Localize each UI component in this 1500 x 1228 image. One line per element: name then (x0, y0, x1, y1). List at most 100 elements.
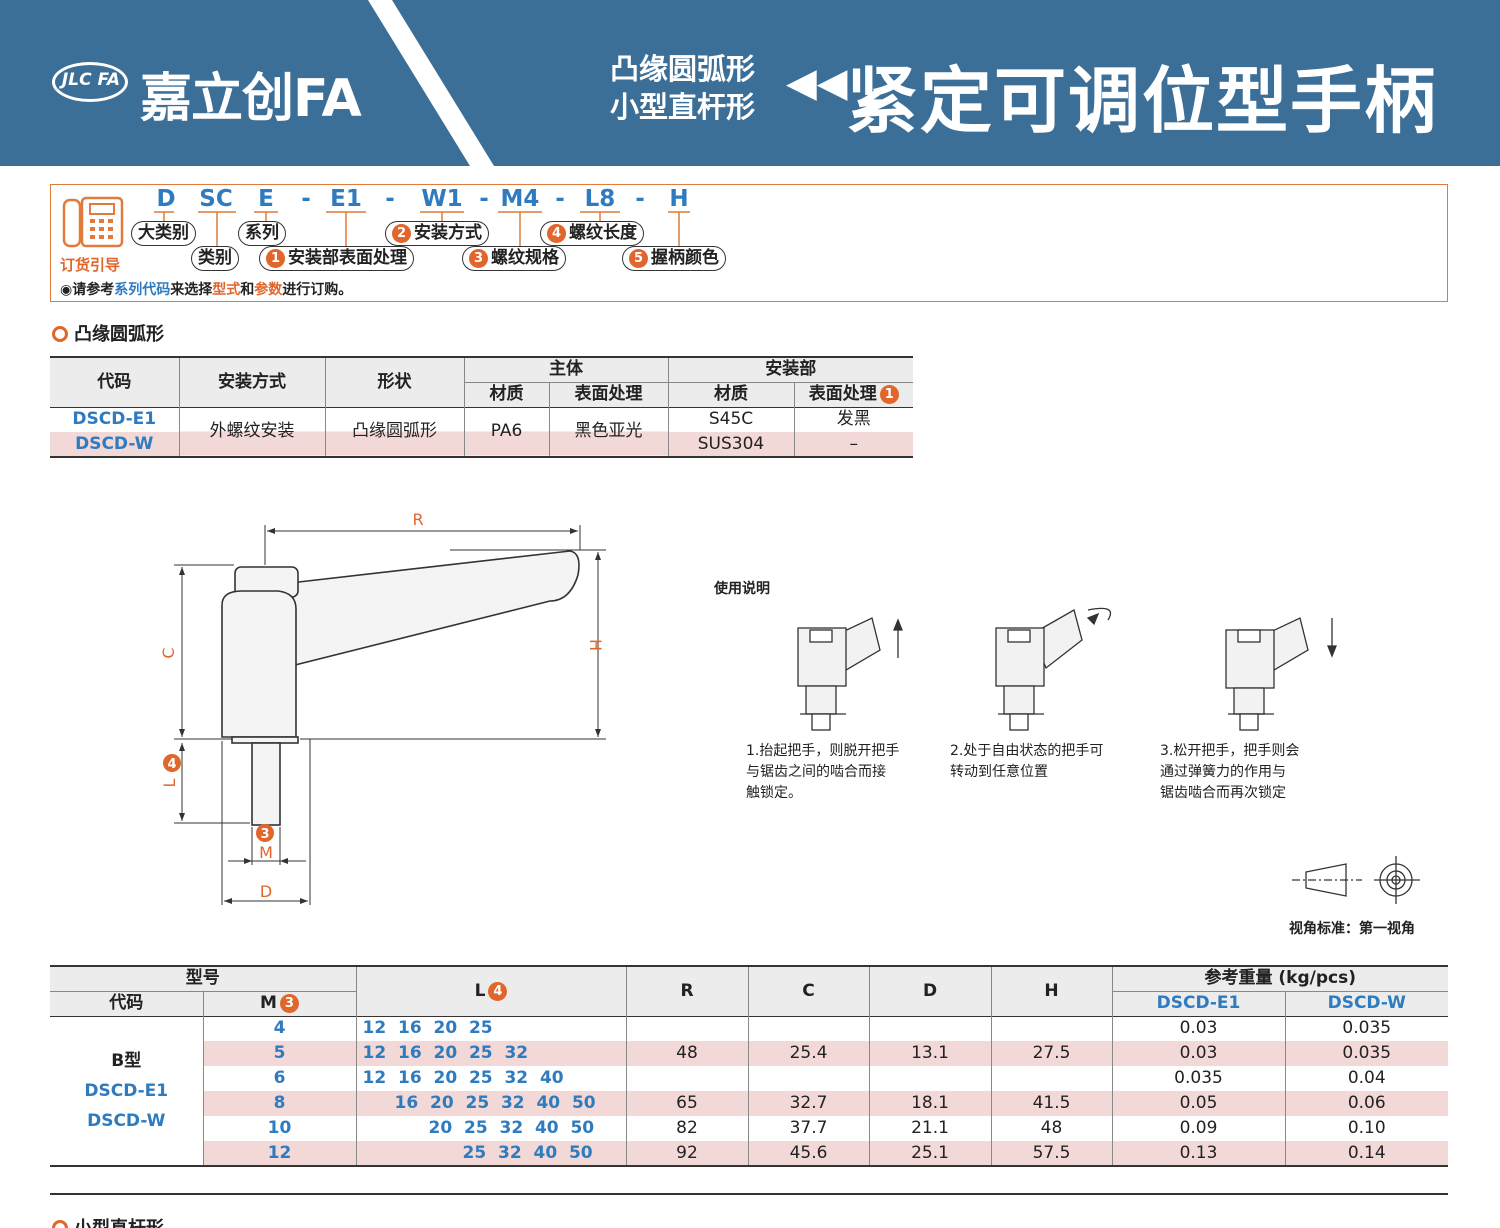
handle-dimension-drawing: R H C L 4 3 M D (159, 510, 606, 905)
num-4: 4 (547, 224, 566, 243)
dim-header-model: 型号 (50, 966, 357, 992)
dim-H-5: 57.5 (991, 1141, 1113, 1166)
dim-R-2 (626, 1066, 749, 1091)
code-dash5: - (635, 186, 645, 212)
order-note-and: 和 (240, 282, 255, 298)
spec-header-material: 材质 (464, 382, 550, 407)
dim-header-D: D (869, 966, 992, 1016)
num-4-header-badge: 4 (488, 981, 508, 1001)
page-title: 紧定可调位型手柄 (846, 59, 1439, 143)
dim-header-R: R (626, 966, 749, 1016)
dim-w1-4: 0.09 (1112, 1116, 1286, 1141)
dim-group-code2: DSCD-W (87, 1110, 166, 1131)
usage-step1-line1: 1.抬起把手，则脱开把手 (746, 743, 900, 759)
num-1-badge: 1 (879, 385, 899, 404)
spec-body-surface: 黑色亚光 (549, 407, 669, 457)
dim-C-2 (748, 1066, 870, 1091)
usage-step1-figure (797, 617, 903, 731)
spec-header-code: 代码 (50, 357, 180, 407)
num-2: 2 (392, 224, 411, 243)
section-divider (50, 1193, 1448, 1195)
dim-R-4: 82 (626, 1116, 749, 1141)
dim-w1-1: 0.03 (1112, 1041, 1286, 1066)
spec-part-material-e1: S45C (668, 407, 795, 432)
dim-M-4: 10 (203, 1116, 357, 1141)
usage-step3-line2: 通过弹簧力的作用与 (1160, 764, 1286, 780)
spec-mount: 外螺纹安装 (179, 407, 326, 457)
dim-H-4: 48 (991, 1116, 1113, 1141)
table-row: 5 12 16 20 25 32 48 25.4 13.1 27.5 0.03 … (50, 1041, 1448, 1066)
pill-grip-color-label: 握柄颜色 (651, 248, 719, 268)
code-E1: E1 (330, 186, 362, 212)
num-5: 5 (629, 249, 648, 268)
header-diagonal-stripe (368, 0, 494, 166)
dim-H-1: 27.5 (991, 1041, 1113, 1066)
code-dash3: - (479, 186, 489, 212)
spec-header-mount: 安装方式 (179, 357, 326, 407)
logo-mark-text: JLC FA (61, 70, 121, 90)
dim-w2-0: 0.035 (1342, 1018, 1392, 1039)
table-row: 8 16 20 25 32 40 50 65 32.7 18.1 41.5 0.… (50, 1091, 1448, 1116)
dim-header-w2: DSCD-W (1285, 991, 1448, 1016)
num-4-drawing-badge (163, 754, 181, 772)
order-connector-lines (154, 211, 690, 246)
spec-shape: 凸缘圆弧形 (325, 407, 465, 457)
spec-part-material-w: SUS304 (668, 432, 795, 457)
dim-L-5: 25 32 40 50 (356, 1141, 627, 1166)
spec-header-mount-part: 安装部 (668, 357, 913, 383)
dim-L-0: 12 16 20 25 (356, 1016, 627, 1041)
dim-R-1: 48 (626, 1041, 749, 1066)
num-3: 3 (469, 249, 488, 268)
dim-header-H: H (991, 966, 1113, 1016)
dim-label-M: M (259, 843, 273, 862)
dim-header-w1: DSCD-E1 (1112, 991, 1286, 1016)
spec-part-surface-w: – (849, 433, 859, 454)
header-band: JLC FA 嘉立创FA 凸缘圆弧形 小型直杆形 ◀◀ 紧定可调位型手柄 (0, 0, 1500, 166)
usage-step2-line2: 转动到任意位置 (950, 764, 1048, 780)
spec-header-body: 主体 (464, 357, 669, 383)
subtitle-line2: 小型直杆形 (610, 90, 756, 124)
pill-thread-spec-label: 螺纹规格 (491, 248, 559, 268)
dim-R-5: 92 (626, 1141, 749, 1166)
dim-w2-5: 0.14 (1347, 1142, 1386, 1163)
usage-illustrations (797, 607, 1337, 731)
order-note-suffix: 进行订购。 (282, 282, 353, 298)
order-note-type: 型式 (212, 282, 241, 298)
dim-D-4: 21.1 (869, 1116, 992, 1141)
section2-title: 小型直杆形 (52, 1214, 164, 1228)
dim-w2-2: 0.04 (1347, 1068, 1386, 1088)
dim-badge-4: 4 (167, 757, 176, 772)
code-dash2: - (385, 186, 395, 212)
dim-D-0 (869, 1016, 992, 1041)
dim-L-1: 12 16 20 25 32 (356, 1041, 627, 1066)
dim-C-5: 45.6 (748, 1141, 870, 1166)
table-row: 6 12 16 20 25 32 40 0.035 0.04 (50, 1066, 1448, 1091)
spec-header-surface2-label: 表面处理 (808, 384, 877, 404)
dim-header-M-label: M (260, 993, 277, 1013)
dim-M-1: 5 (203, 1041, 357, 1066)
dim-D-1: 13.1 (869, 1041, 992, 1066)
projection-label: 视角标准：第一视角 (1289, 921, 1415, 937)
order-note-prefix: ◉请参考 (60, 282, 115, 298)
spec-header-shape: 形状 (325, 357, 465, 407)
dim-C-4: 37.7 (748, 1116, 870, 1141)
pill-main-category: 大类别 (131, 221, 196, 246)
dim-group-cell: B型 DSCD-E1 DSCD-W (50, 1016, 204, 1166)
dim-D-2 (869, 1066, 992, 1091)
dim-L-3: 16 20 25 32 40 50 (356, 1091, 627, 1116)
usage-step1: 1.抬起把手，则脱开把手 与锯齿之间的啮合而接 触锁定。 (746, 741, 899, 804)
phone-icon (62, 196, 124, 248)
code-L8: L8 (584, 186, 616, 212)
dim-C-0 (748, 1016, 870, 1041)
usage-step2-figure (995, 607, 1112, 731)
logo-text: 嘉立创FA (140, 69, 362, 129)
pill-category: 类别 (191, 246, 239, 271)
usage-step3-line1: 3.松开把手，把手则会 (1160, 743, 1300, 759)
dim-H-2 (991, 1066, 1113, 1091)
